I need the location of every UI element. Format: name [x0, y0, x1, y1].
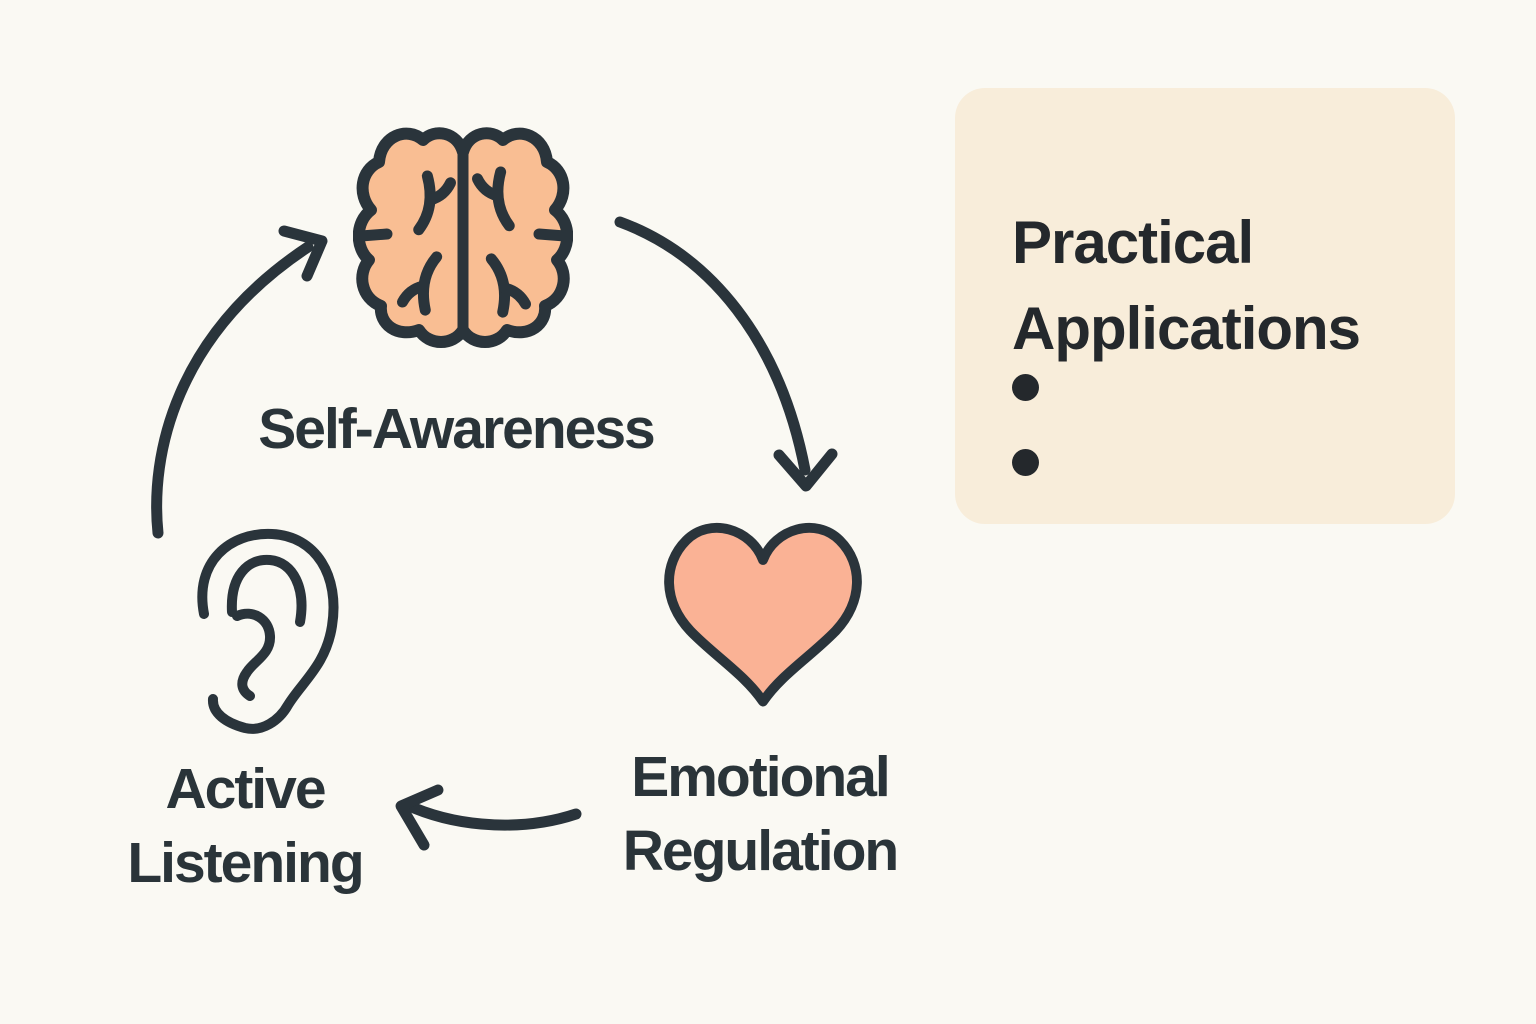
label-emotional-regulation: Emotional Regulation: [622, 745, 900, 883]
heart-icon: [664, 522, 862, 707]
brain-icon: [353, 127, 573, 348]
label-self-awareness: Self-Awareness: [258, 397, 656, 461]
bullet-dot-icon: [1012, 374, 1039, 401]
panel-bullet-list: [1012, 350, 1412, 500]
practical-applications-panel: Practical Applications: [955, 88, 1455, 524]
arrow-emotional-regulation-to-active-listening: [395, 784, 582, 851]
ear-icon: [197, 528, 339, 734]
arrow-active-listening-to-self-awareness: [151, 225, 328, 539]
bullet-item: [1012, 350, 1412, 425]
bullet-dot-icon: [1012, 449, 1039, 476]
label-active-listening: Active Listening: [127, 757, 364, 895]
bullet-item: [1012, 425, 1412, 500]
arrow-self-awareness-to-emotional-regulation: [614, 216, 838, 492]
panel-title: Practical Applications: [1012, 209, 1361, 362]
